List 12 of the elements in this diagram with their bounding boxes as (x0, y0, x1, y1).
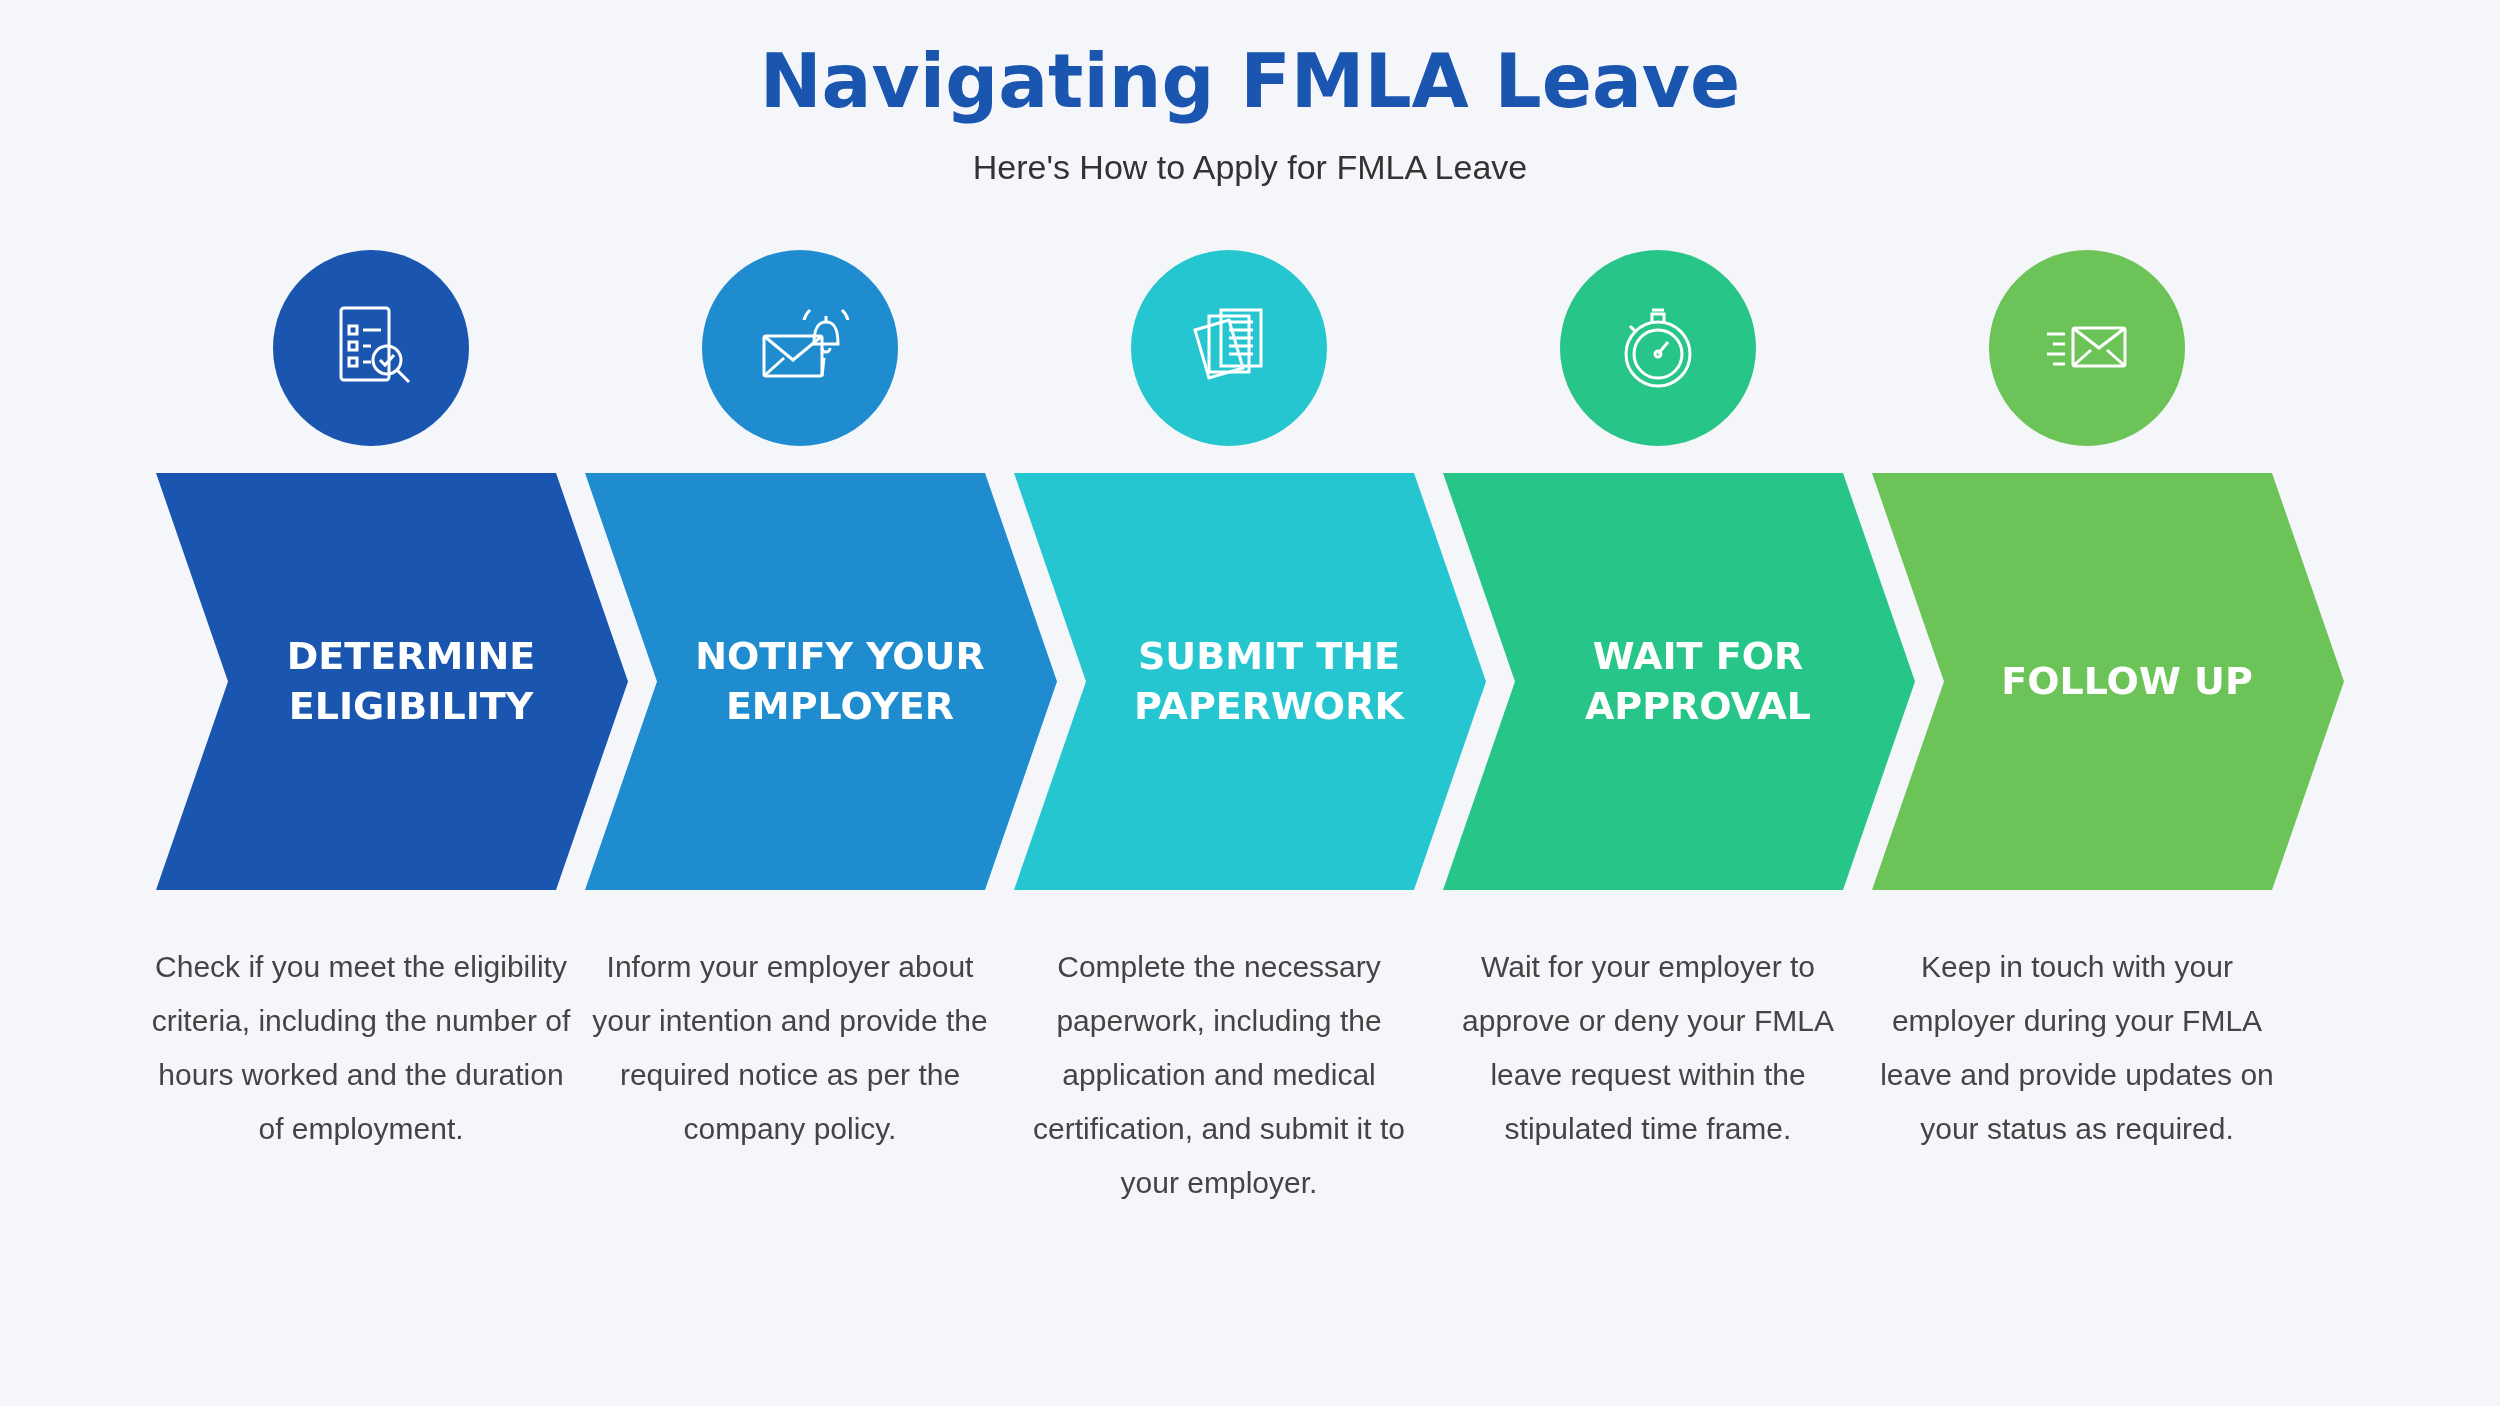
step-description: Check if you meet the eligibility criteria, including the number of hours worked and the duration of employment. (151, 949, 571, 1147)
step-heading: FOLLOW UP (2000, 658, 2254, 705)
subtitle: Here's How to Apply for FMLA Leave (971, 148, 1529, 187)
step-description: Complete the necessary paperwork, including the application and medical certification, and submit it to your employer. (1032, 949, 1406, 1201)
step-description: Wait for your employer to approve or deny your FMLA leave request within the stipulated time frame. (1461, 949, 1835, 1147)
step-heading: DETERMINE ELIGIBILITY (285, 633, 537, 730)
step-heading: WAIT FOR APPROVAL (1583, 633, 1813, 730)
step-description: Inform your employer about your intention and provide the required notice as per the company policy. (591, 949, 989, 1147)
step-description: Keep in touch with your employer during your FMLA leave and provide updates on your status as required. (1879, 949, 2275, 1147)
step-heading: NOTIFY YOUR EMPLOYER (694, 633, 986, 730)
title: Navigating FMLA Leave (758, 38, 1742, 124)
step-heading: SUBMIT THE PAPERWORK (1133, 633, 1406, 730)
